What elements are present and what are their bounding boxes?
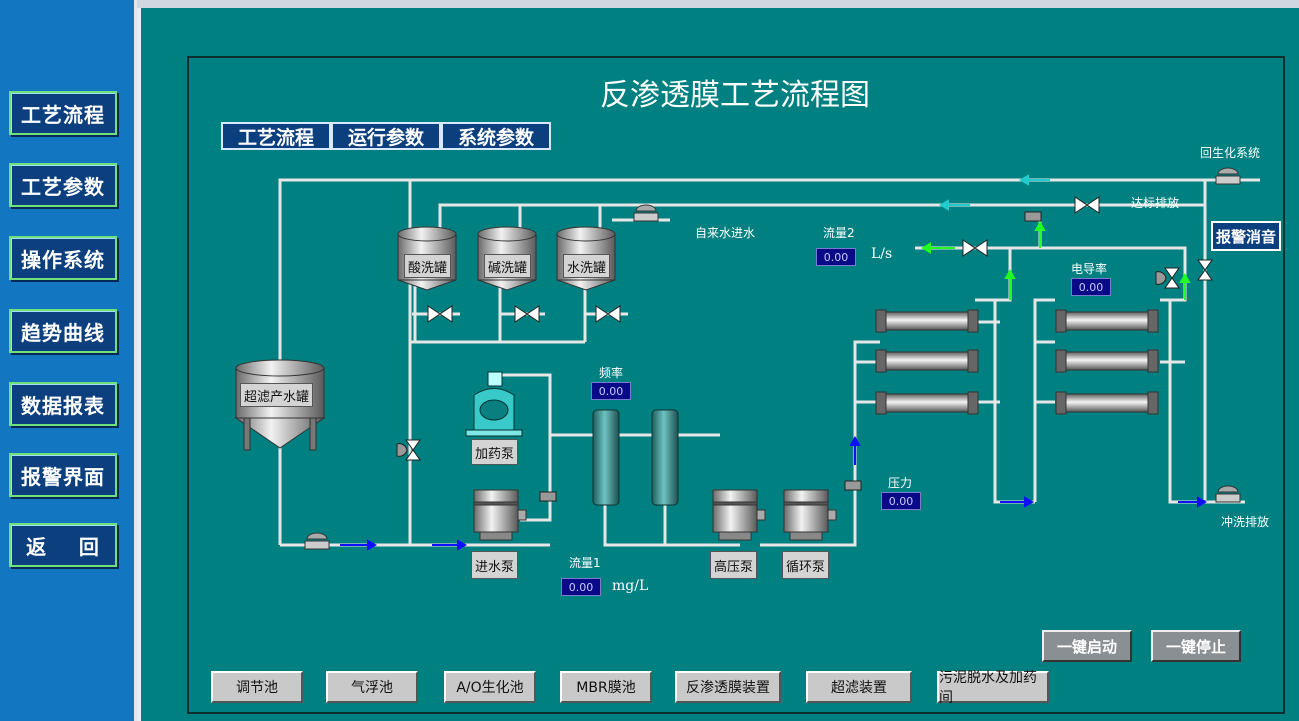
standard-discharge-label: 达标排放 [1131, 196, 1180, 210]
nav-uf-device[interactable]: 超滤装置 [806, 671, 912, 703]
sidebar-item-operation-system[interactable]: 操作系统 [9, 236, 117, 280]
nav-mbr-tank[interactable]: MBR膜池 [560, 671, 652, 703]
flush-discharge-label: 冲洗排放 [1221, 515, 1270, 529]
flow1-unit: mg/L [612, 578, 649, 594]
dosing-pump-body [465, 371, 523, 437]
water-tank-label[interactable]: 水洗罐 [563, 254, 611, 278]
dosing-pump-label[interactable]: 加药泵 [471, 439, 519, 465]
flow1-label: 流量1 [569, 556, 601, 570]
flow2-readout: 0.00 [816, 248, 856, 266]
pumps [473, 489, 837, 541]
acid-tank-label[interactable]: 酸洗罐 [404, 254, 452, 278]
sidebar-item-back[interactable]: 返 回 [9, 523, 117, 567]
nav-sludge-dosing[interactable]: 污泥脱水及加药间 [937, 670, 1049, 706]
tap-water-label: 自来水进水 [695, 226, 756, 240]
sidebar-item-process-flow[interactable]: 工艺流程 [9, 91, 117, 135]
pressure-label: 压力 [888, 476, 913, 490]
one-key-start-button[interactable]: 一键启动 [1042, 630, 1132, 662]
sidebar-item-alarm[interactable]: 报警界面 [9, 453, 117, 497]
frequency-readout: 0.00 [591, 382, 631, 400]
tab-system-params[interactable]: 系统参数 [441, 122, 551, 150]
nav-ao-bio-tank[interactable]: A/O生化池 [444, 671, 536, 703]
uf-tank-label[interactable]: 超滤产水罐 [240, 383, 314, 407]
uf-columns [592, 409, 679, 506]
sidebar-item-trend-curve[interactable]: 趋势曲线 [9, 309, 117, 353]
return-bio-label: 回生化系统 [1200, 146, 1261, 160]
panel-top-border [137, 0, 1299, 8]
sidebar: 工艺流程 工艺参数 操作系统 趋势曲线 数据报表 报警界面 返 回 [0, 0, 137, 721]
frequency-label: 频率 [599, 366, 624, 380]
nav-ro-device[interactable]: 反渗透膜装置 [675, 671, 781, 703]
sidebar-item-process-params[interactable]: 工艺参数 [9, 163, 117, 207]
flow-arrows [340, 174, 1208, 551]
tab-run-params[interactable]: 运行参数 [331, 122, 441, 150]
tab-process-flow[interactable]: 工艺流程 [221, 122, 331, 150]
circ-pump-label[interactable]: 循环泵 [782, 551, 830, 579]
alkali-tank-label[interactable]: 碱洗罐 [484, 254, 532, 278]
transmitters [539, 211, 1042, 502]
conductivity-readout: 0.00 [1071, 278, 1111, 296]
nav-air-flotation[interactable]: 气浮池 [326, 671, 418, 703]
sidebar-item-data-report[interactable]: 数据报表 [9, 382, 117, 426]
flow2-unit: L/s [871, 246, 893, 262]
process-panel [187, 56, 1285, 714]
hp-pump-label[interactable]: 高压泵 [710, 551, 758, 579]
feed-pump-label[interactable]: 进水泵 [471, 551, 519, 579]
flow2-label: 流量2 [823, 226, 855, 240]
pressure-readout: 0.00 [881, 492, 921, 510]
page-title: 反渗透膜工艺流程图 [600, 78, 870, 113]
valves [396, 196, 1213, 461]
alarm-silence-button[interactable]: 报警消音 [1211, 221, 1281, 251]
one-key-stop-button[interactable]: 一键停止 [1151, 630, 1241, 662]
conductivity-label: 电导率 [1071, 262, 1108, 276]
flow1-readout: 0.00 [561, 578, 601, 596]
nav-regulating-tank[interactable]: 调节池 [211, 671, 303, 703]
panel-left-border [137, 8, 141, 721]
motor-valves [304, 167, 1241, 550]
ro-membranes [875, 309, 1159, 415]
